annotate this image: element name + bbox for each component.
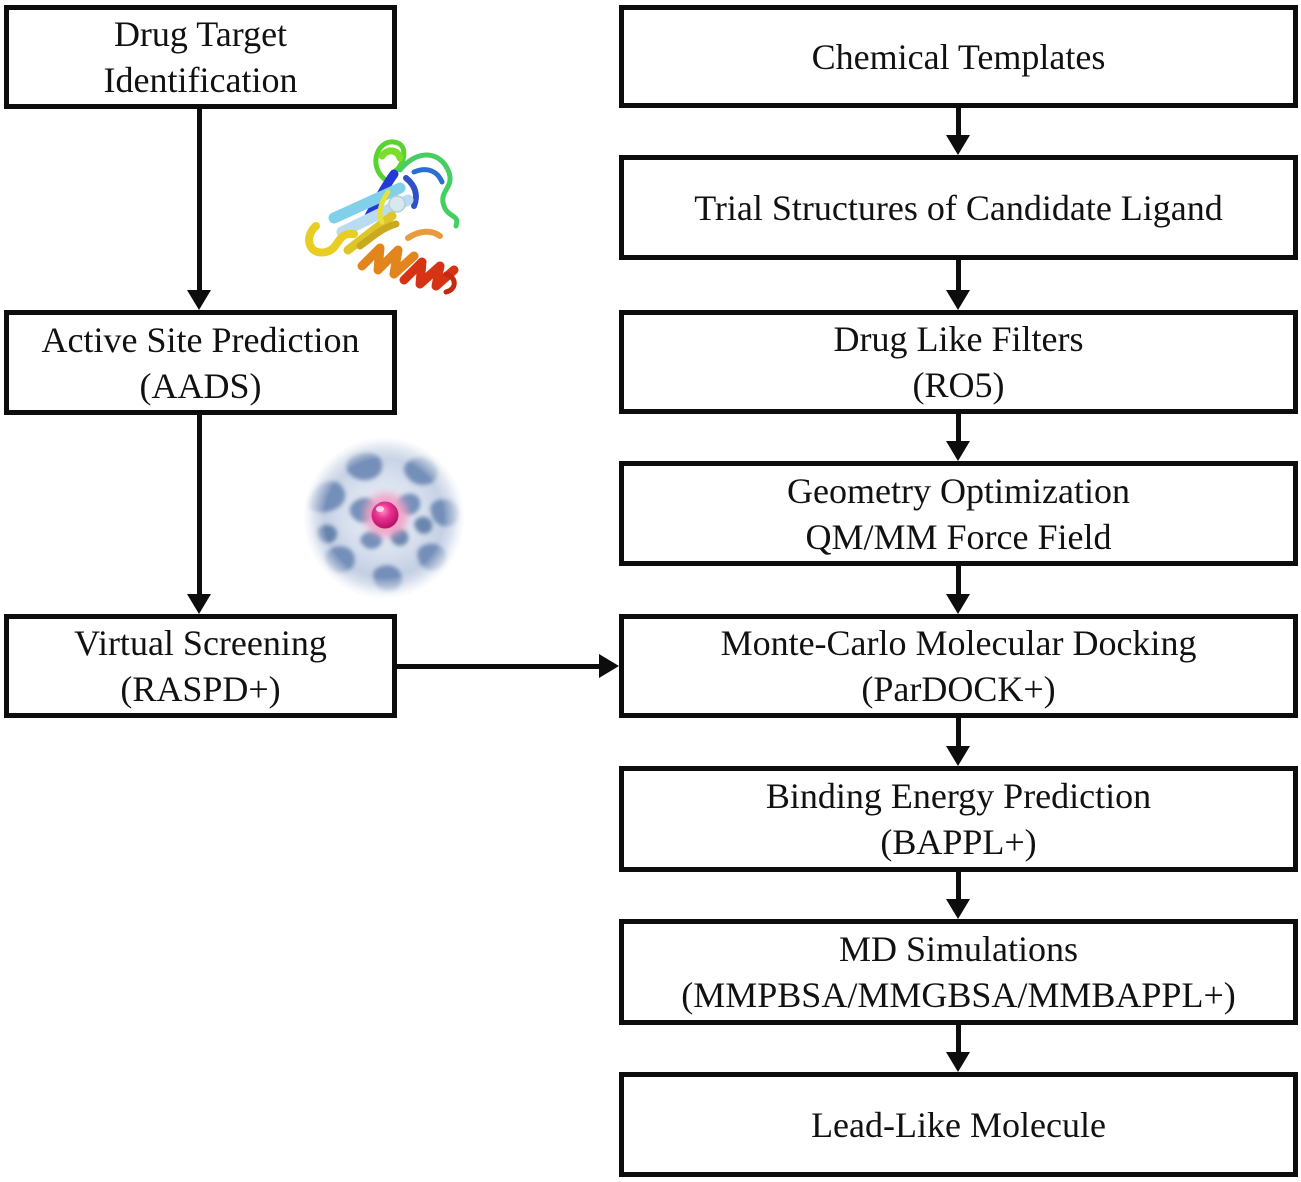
- arrow-filters-to-geometry: [946, 414, 970, 461]
- node-lead-like-molecule: Lead-Like Molecule: [619, 1072, 1298, 1177]
- node-drug-target-identification: Drug Target Identification: [4, 5, 397, 109]
- arrow-down-icon: [946, 135, 970, 155]
- arrow-down-icon: [946, 899, 970, 919]
- node-label-line: Geometry Optimization: [787, 470, 1130, 511]
- node-label-line: Lead-Like Molecule: [811, 1104, 1106, 1145]
- node-md-simulations: MD Simulations (MMPBSA/MMGBSA/MMBAPPL+): [619, 919, 1298, 1025]
- arrow-shaft: [397, 663, 601, 669]
- node-label-line: QM/MM Force Field: [805, 516, 1112, 557]
- arrow-down-icon: [946, 1052, 970, 1072]
- arrow-geometry-to-docking: [946, 566, 970, 614]
- node-label-line: Identification: [103, 60, 298, 100]
- node-label-line: Drug Like Filters: [833, 319, 1084, 359]
- arrow-down-icon: [946, 594, 970, 614]
- arrow-down-icon: [946, 290, 970, 310]
- arrow-shaft: [196, 109, 202, 292]
- node-drug-like-filters: Drug Like Filters (RO5): [619, 310, 1298, 414]
- node-label-line: (MMPBSA/MMGBSA/MMBAPPL+): [681, 975, 1236, 1015]
- arrow-shaft: [196, 415, 202, 596]
- node-chemical-templates: Chemical Templates: [619, 5, 1298, 108]
- arrow-binding-energy-to-md: [946, 872, 970, 919]
- node-label-line: (RO5): [912, 365, 1005, 405]
- node-label-line: Binding Energy Prediction: [765, 776, 1152, 816]
- arrow-docking-to-binding-energy: [946, 718, 970, 766]
- arrow-templates-to-trial-structures: [946, 108, 970, 155]
- node-label-line: Chemical Templates: [811, 36, 1106, 77]
- node-geometry-optimization: Geometry Optimization QM/MM Force Field: [619, 461, 1298, 566]
- arrow-shaft: [955, 414, 961, 443]
- arrow-down-icon: [187, 594, 211, 614]
- node-label-line: Active Site Prediction: [41, 319, 360, 360]
- node-label-line: (BAPPL+): [880, 822, 1037, 862]
- binding-pocket-image: [302, 438, 466, 600]
- arrow-drug-target-to-active-site: [187, 109, 211, 310]
- arrow-down-icon: [946, 441, 970, 461]
- arrow-down-icon: [187, 290, 211, 310]
- arrow-shaft: [955, 260, 961, 292]
- arrow-virtual-screening-to-docking: [397, 654, 619, 678]
- node-label-line: (ParDOCK+): [861, 669, 1056, 709]
- arrow-shaft: [955, 718, 961, 748]
- node-label-line: MD Simulations: [838, 929, 1079, 969]
- node-trial-structures: Trial Structures of Candidate Ligand: [619, 155, 1298, 260]
- node-label-line: Virtual Screening: [74, 623, 327, 663]
- arrow-shaft: [955, 1025, 961, 1054]
- node-label-line: Drug Target: [113, 14, 288, 54]
- arrow-shaft: [955, 872, 961, 901]
- node-active-site-prediction: Active Site Prediction (AADS): [4, 310, 397, 415]
- arrow-trial-structures-to-filters: [946, 260, 970, 310]
- arrow-shaft: [955, 108, 961, 137]
- protein-structure-image: [305, 139, 460, 295]
- arrow-down-icon: [946, 746, 970, 766]
- node-label-line: (AADS): [139, 365, 262, 406]
- node-monte-carlo-docking: Monte-Carlo Molecular Docking (ParDOCK+): [619, 614, 1298, 718]
- arrow-active-site-to-virtual-screening: [187, 415, 211, 614]
- arrow-shaft: [955, 566, 961, 596]
- arrow-md-to-lead-like: [946, 1025, 970, 1072]
- node-binding-energy-prediction: Binding Energy Prediction (BAPPL+): [619, 766, 1298, 872]
- arrow-right-icon: [599, 654, 619, 678]
- node-virtual-screening: Virtual Screening (RASPD+): [4, 614, 397, 718]
- node-label-line: Trial Structures of Candidate Ligand: [694, 187, 1223, 228]
- node-label-line: (RASPD+): [120, 669, 281, 709]
- node-label-line: Monte-Carlo Molecular Docking: [720, 623, 1197, 663]
